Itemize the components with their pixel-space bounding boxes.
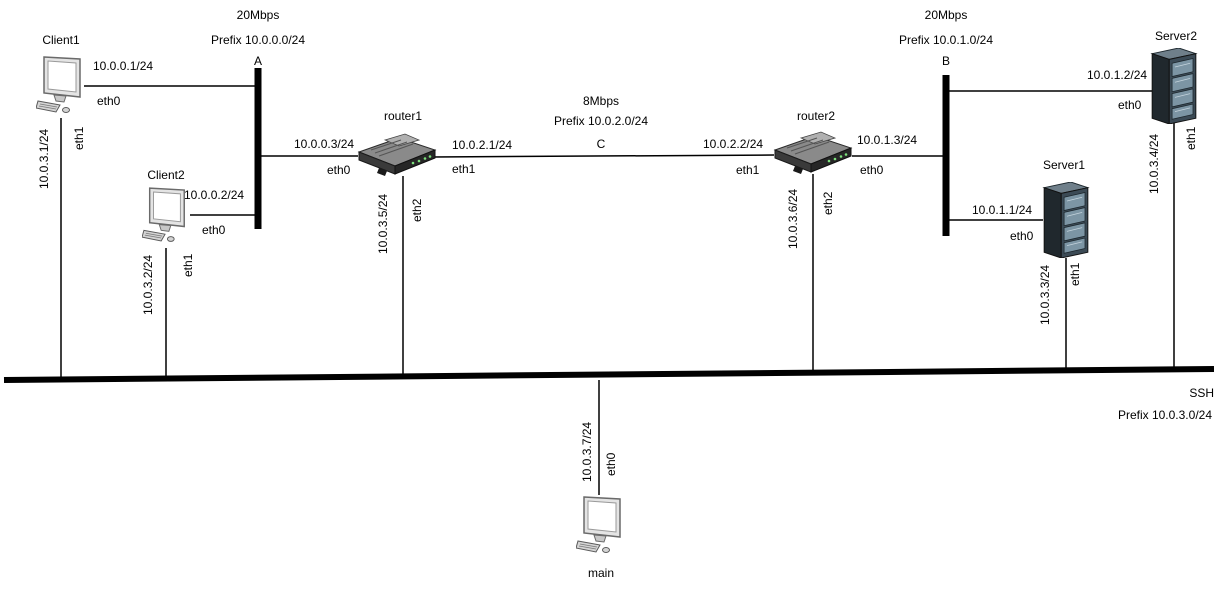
router2-eth1-label: eth1 xyxy=(736,163,760,177)
router2-eth2-ip: 10.0.3.6/24 xyxy=(786,189,800,249)
client2-eth0-ip: 10.0.0.2/24 xyxy=(184,188,244,202)
ssh-network-label: SSH xyxy=(1189,386,1214,400)
ssh-network-bar xyxy=(3,366,1215,383)
server1-name: Server1 xyxy=(1043,158,1085,172)
client2-eth0-label: eth0 xyxy=(202,223,226,237)
client2-eth1-label: eth1 xyxy=(181,253,195,277)
router2-eth1-ip: 10.0.2.2/24 xyxy=(703,137,763,151)
desktop-computer-icon[interactable] xyxy=(36,56,81,114)
router1-name: router1 xyxy=(384,109,422,123)
router2-eth2-label: eth2 xyxy=(821,191,835,215)
server1-eth0-ip: 10.0.1.1/24 xyxy=(972,203,1032,217)
server1-eth1-ip: 10.0.3.3/24 xyxy=(1038,265,1052,325)
server2-eth0-ip: 10.0.1.2/24 xyxy=(1087,68,1147,82)
network-c-label: C xyxy=(597,137,606,151)
router2-name: router2 xyxy=(797,109,835,123)
router2-eth0-label: eth0 xyxy=(860,163,884,177)
server1-eth0-label: eth0 xyxy=(1010,229,1034,243)
client1-eth1-label: eth1 xyxy=(72,126,86,150)
network-b-bandwidth: 20Mbps xyxy=(925,8,968,22)
server-rack-icon[interactable] xyxy=(1043,182,1089,258)
server2-eth1-label: eth1 xyxy=(1184,126,1198,150)
router1-eth1-ip: 10.0.2.1/24 xyxy=(452,138,512,152)
network-a-bandwidth: 20Mbps xyxy=(237,8,280,22)
server-rack-icon[interactable] xyxy=(1151,48,1197,124)
router-icon[interactable] xyxy=(358,133,436,177)
router2-eth0-ip: 10.0.1.3/24 xyxy=(857,133,917,147)
server1-eth1-label: eth1 xyxy=(1068,262,1082,286)
router1-eth0-label: eth0 xyxy=(327,163,351,177)
desktop-computer-icon[interactable] xyxy=(142,187,185,243)
client2-name: Client2 xyxy=(147,168,185,182)
network-c-prefix: Prefix 10.0.2.0/24 xyxy=(554,114,648,128)
router1-eth1-label: eth1 xyxy=(452,162,476,176)
client1-name: Client1 xyxy=(42,33,80,47)
router1-eth2-ip: 10.0.3.5/24 xyxy=(376,194,390,254)
ssh-network-prefix: Prefix 10.0.3.0/24 xyxy=(1118,408,1212,422)
network-a-label: A xyxy=(254,54,262,68)
client2-eth1-ip: 10.0.3.2/24 xyxy=(141,255,155,315)
router1-eth2-label: eth2 xyxy=(410,198,424,222)
server2-eth1-ip: 10.0.3.4/24 xyxy=(1147,134,1161,194)
network-c-bandwidth: 8Mbps xyxy=(583,94,619,108)
network-a-prefix: Prefix 10.0.0.0/24 xyxy=(211,33,305,47)
network-b-label: B xyxy=(942,54,950,68)
main-eth0-label: eth0 xyxy=(604,452,618,476)
main-eth0-ip: 10.0.3.7/24 xyxy=(580,422,594,482)
client1-eth0-label: eth0 xyxy=(97,94,121,108)
client1-eth1-ip: 10.0.3.1/24 xyxy=(37,129,51,189)
link-network-c xyxy=(431,154,775,158)
client1-eth0-ip: 10.0.0.1/24 xyxy=(93,59,153,73)
router-icon[interactable] xyxy=(774,131,852,175)
desktop-computer-icon[interactable] xyxy=(576,496,621,554)
network-b-prefix: Prefix 10.0.1.0/24 xyxy=(899,33,993,47)
server2-eth0-label: eth0 xyxy=(1118,98,1142,112)
router1-eth0-ip: 10.0.0.3/24 xyxy=(294,137,354,151)
server2-name: Server2 xyxy=(1155,29,1197,43)
main-name: main xyxy=(588,566,614,580)
